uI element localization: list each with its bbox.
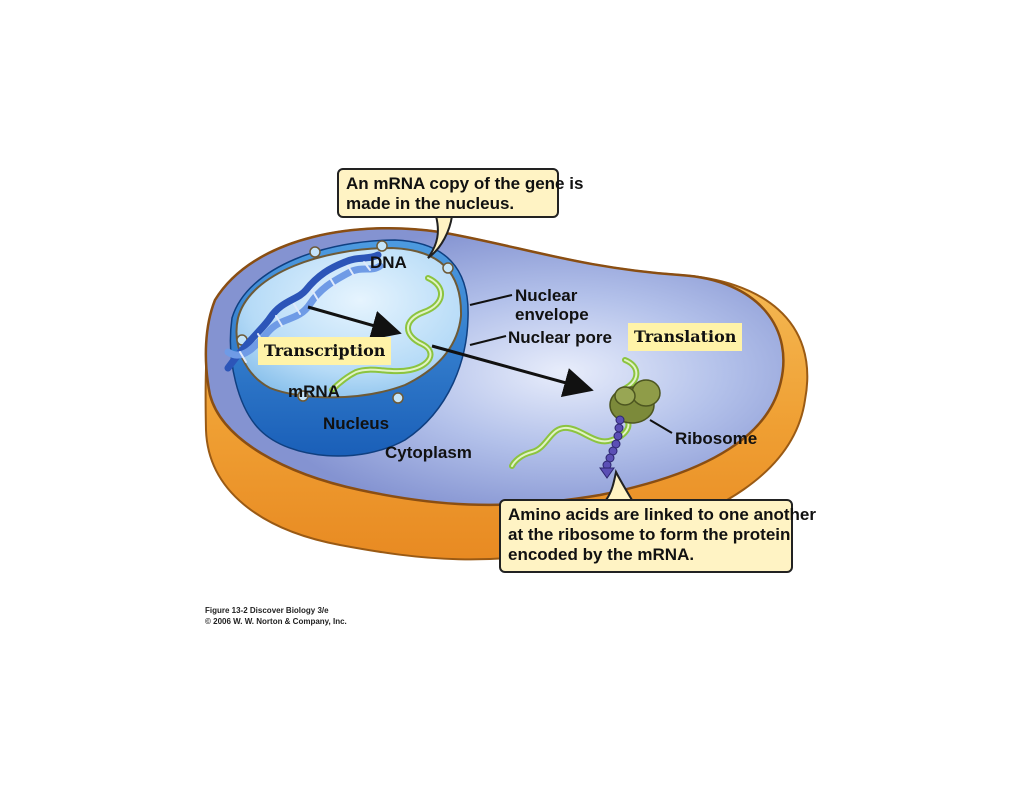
- label-nucleus: Nucleus: [323, 414, 390, 433]
- callout-line: Amino acids are linked to one another: [508, 505, 816, 524]
- leader-lines: [469, 294, 673, 434]
- callout-line: An mRNA copy of the gene is: [346, 174, 584, 193]
- figure-credit-line1: Figure 13-2 Discover Biology 3/e: [205, 606, 329, 615]
- figure-credit-line2: © 2006 W. W. Norton & Company, Inc.: [205, 617, 347, 626]
- ribosome: [609, 379, 661, 424]
- callout-tail-bottom: [604, 468, 634, 501]
- label-nuclear-envelope-1: Nuclear: [515, 286, 578, 305]
- label-cytoplasm: Cytoplasm: [385, 443, 472, 462]
- arrow-dna-to-mrna: [307, 305, 402, 340]
- callout-tail-top: [427, 215, 454, 259]
- label-nuclear-envelope-2: envelope: [515, 305, 589, 324]
- dna-helix: [224, 251, 384, 372]
- label-mrna: mRNA: [288, 382, 340, 401]
- callout-transcription-note: An mRNA copy of the gene is made in the …: [337, 168, 584, 218]
- callout-line: made in the nucleus.: [346, 194, 515, 213]
- step-translation: Translation: [628, 323, 743, 351]
- callout-line: encoded by the mRNA.: [508, 545, 695, 564]
- step-transcription: Transcription: [258, 337, 392, 365]
- amino-acid-chain: [599, 415, 625, 479]
- callout-line: at the ribosome to form the protein: [508, 525, 791, 544]
- callout-translation-note: Amino acids are linked to one another at…: [499, 499, 816, 573]
- arrow-mrna-to-ribosome: [431, 344, 594, 398]
- label-dna: DNA: [370, 253, 407, 272]
- label-ribosome: Ribosome: [675, 429, 758, 448]
- label-nuclear-pore: Nuclear pore: [508, 328, 612, 347]
